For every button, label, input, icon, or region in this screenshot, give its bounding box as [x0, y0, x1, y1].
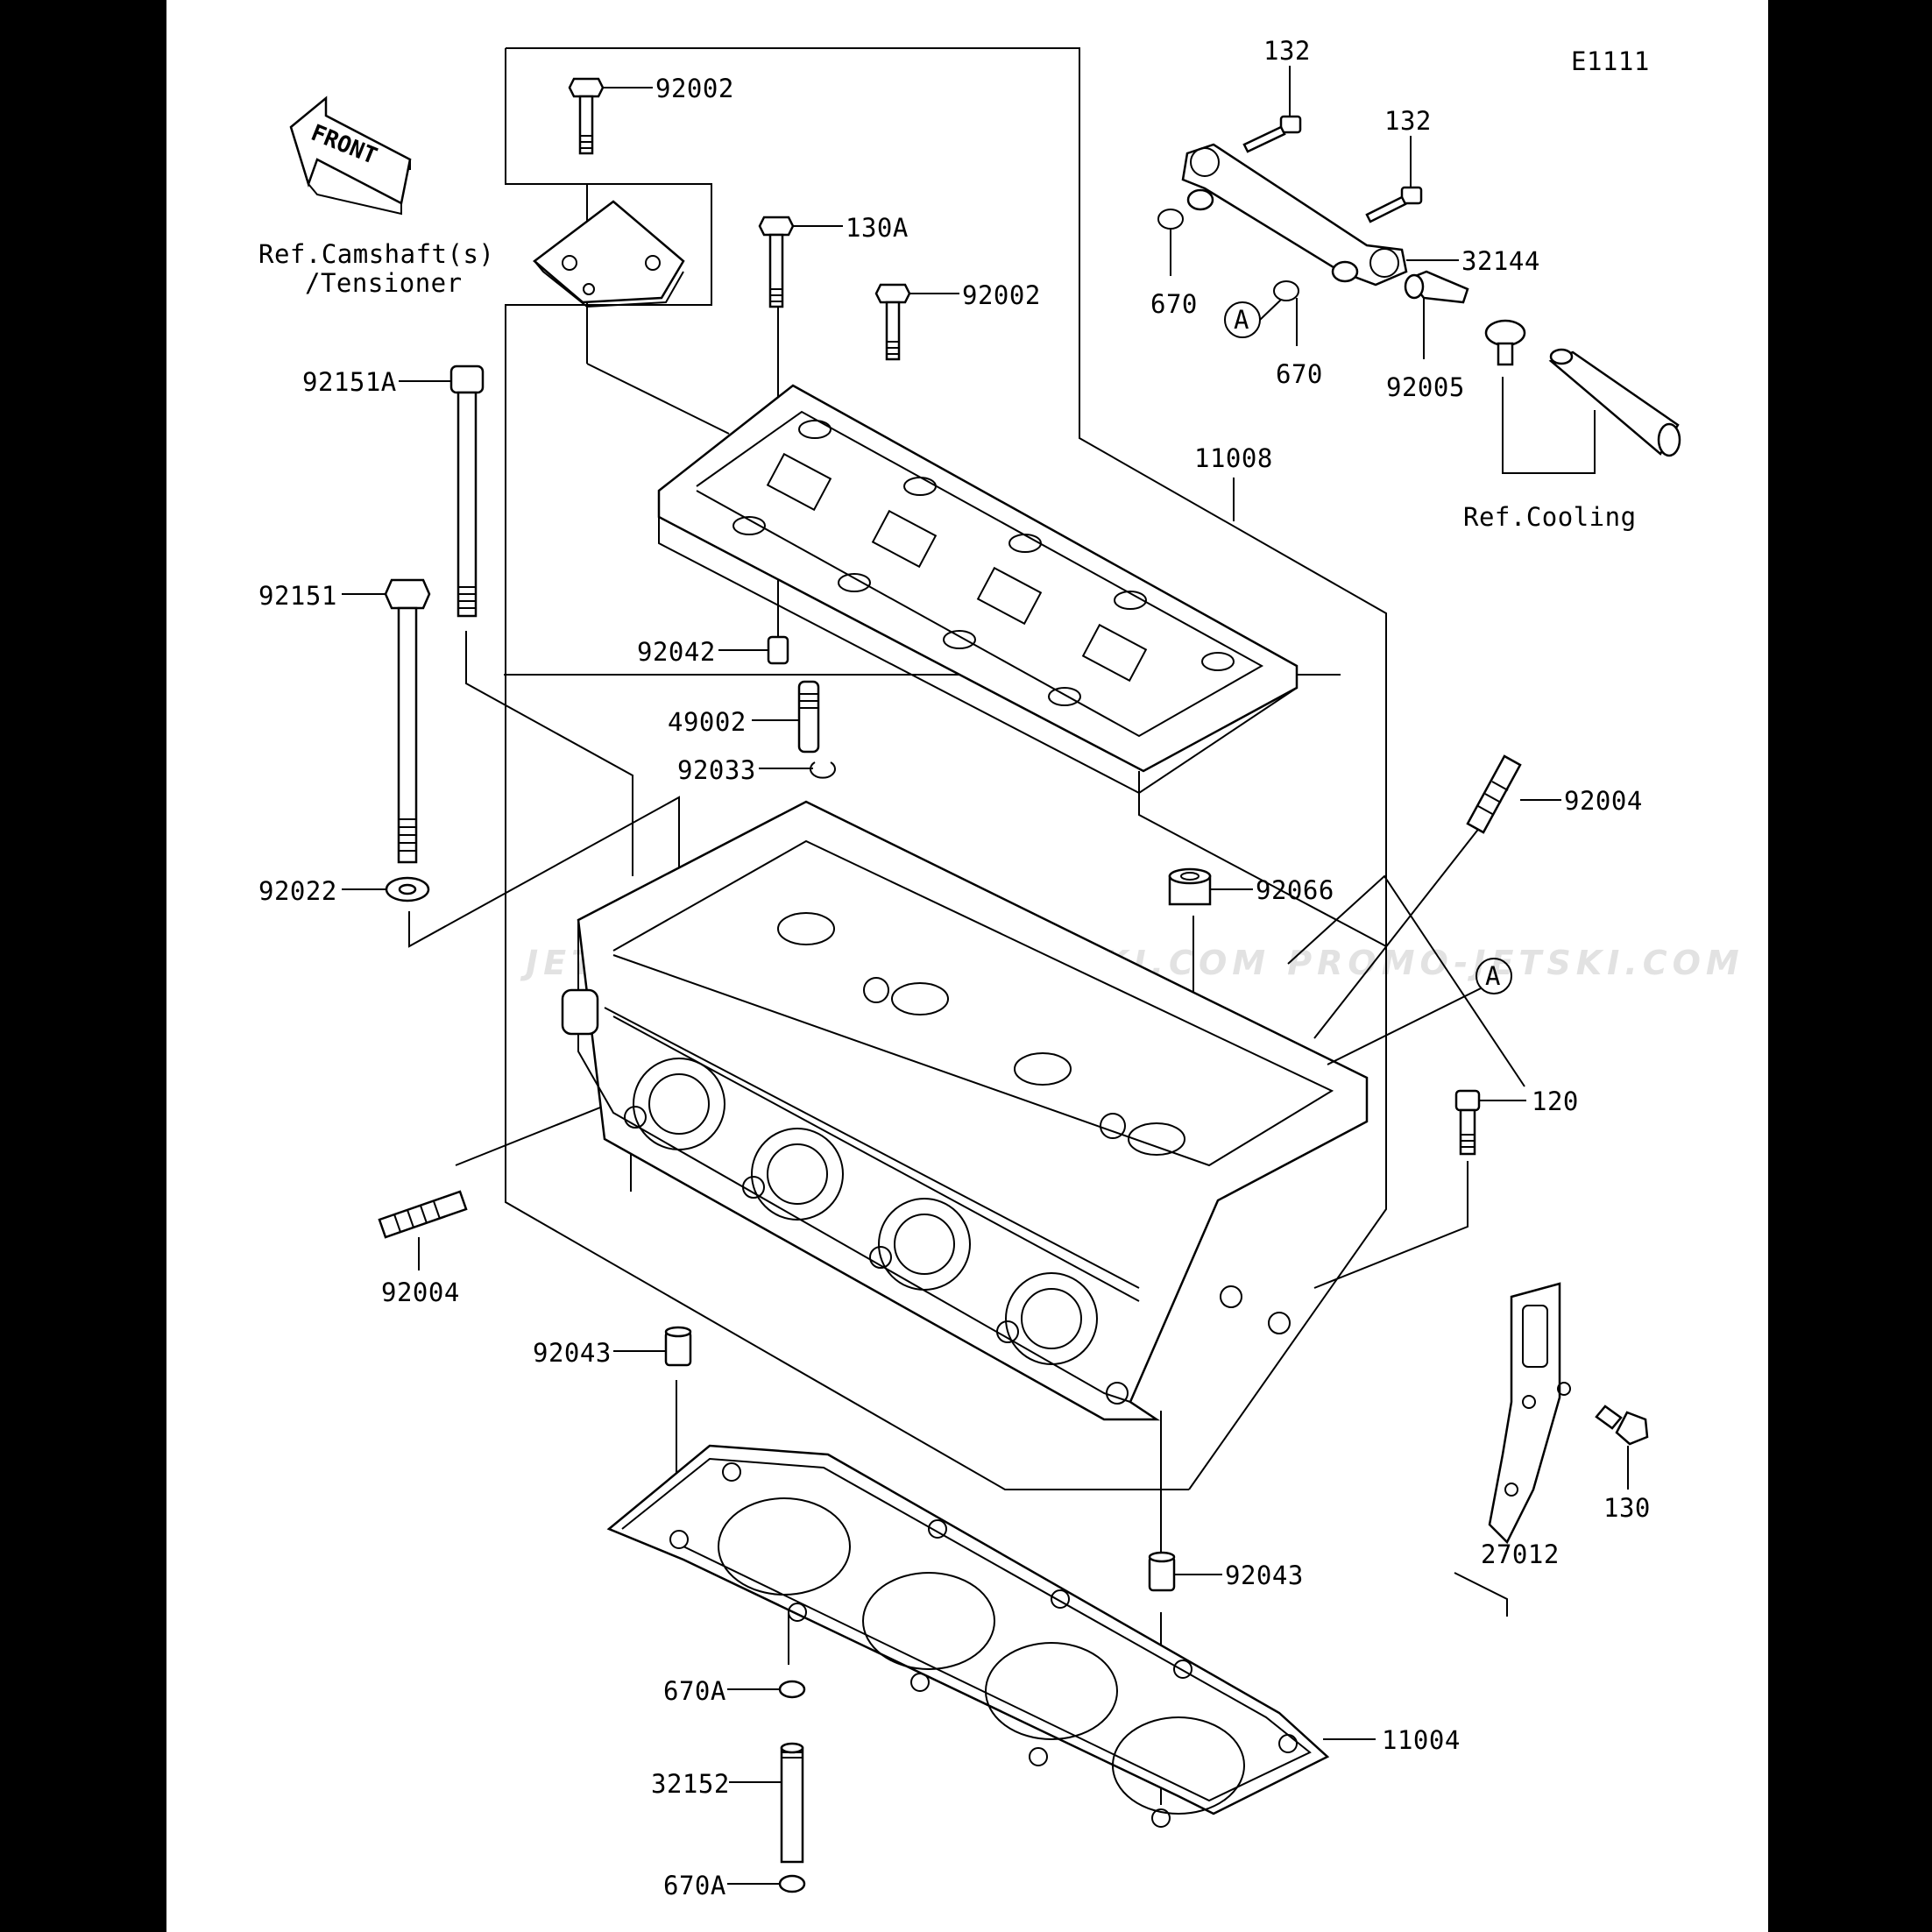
label-92033: 92033	[677, 755, 756, 785]
label-670-b: 670	[1276, 359, 1323, 389]
label-92004-right: 92004	[1564, 786, 1643, 816]
label-120: 120	[1532, 1086, 1579, 1116]
oring-670A-bottom	[778, 1874, 806, 1893]
callout-a-lower	[1476, 958, 1512, 994]
pipe-32144	[1181, 143, 1408, 287]
bolt-132-b	[1365, 186, 1423, 223]
label-92066: 92066	[1256, 875, 1334, 905]
hose-clamp-icon	[1484, 319, 1526, 366]
clip-92033	[810, 761, 836, 779]
label-leaders	[342, 66, 1629, 1885]
label-670-a: 670	[1150, 289, 1198, 319]
oring-670-b	[1273, 280, 1299, 301]
head-bolt-92151A	[449, 364, 485, 618]
bolt-92002-mid	[874, 283, 911, 361]
label-92022: 92022	[258, 876, 337, 906]
label-92043-right: 92043	[1225, 1560, 1304, 1590]
pipe-32152	[780, 1742, 804, 1864]
label-32152: 32152	[651, 1769, 730, 1799]
label-11004: 11004	[1382, 1725, 1461, 1755]
label-92043-left: 92043	[533, 1338, 612, 1368]
bracket-27012	[1488, 1282, 1571, 1545]
label-49002: 49002	[668, 707, 747, 737]
bolt-132-a	[1242, 115, 1302, 153]
label-130: 130	[1603, 1493, 1651, 1523]
ref-cooling-label: Ref.Cooling	[1463, 502, 1637, 532]
dowel-92042	[767, 635, 789, 665]
plug-92066	[1168, 867, 1212, 906]
cam-cap-holder-11008	[657, 384, 1299, 795]
ref-tensioner-label: /Tensioner	[305, 268, 463, 298]
head-gasket-11004	[606, 1444, 1330, 1828]
label-11008: 11008	[1194, 443, 1273, 473]
diagram-code: E1111	[1571, 46, 1650, 76]
label-132-b: 132	[1384, 106, 1432, 136]
label-670A-bottom: 670A	[663, 1871, 726, 1900]
bolt-120	[1454, 1089, 1481, 1156]
stud-92004-right	[1466, 754, 1522, 834]
label-92004-left: 92004	[381, 1277, 460, 1307]
oring-670A-top	[778, 1680, 806, 1699]
bolt-130A	[758, 216, 795, 308]
label-32144: 32144	[1461, 246, 1540, 276]
label-92151A: 92151A	[302, 367, 397, 397]
camshaft-bracket	[533, 200, 685, 308]
cylinder-head	[561, 800, 1369, 1421]
label-92002-top: 92002	[655, 74, 734, 103]
hose-icon	[1548, 348, 1681, 457]
front-arrow-icon: FRONT	[289, 96, 412, 216]
head-bolt-92151	[384, 578, 431, 864]
oring-670-a	[1157, 209, 1184, 230]
label-92151: 92151	[258, 581, 337, 611]
ref-camshaft-label: Ref.Camshaft(s)	[258, 239, 494, 269]
fitting-92005	[1404, 270, 1469, 304]
label-670A-top: 670A	[663, 1676, 726, 1706]
label-92002-mid: 92002	[962, 280, 1041, 310]
bolt-130	[1595, 1405, 1649, 1446]
label-92042: 92042	[637, 637, 716, 667]
part-49002	[797, 680, 820, 754]
label-27012: 27012	[1481, 1539, 1560, 1569]
label-132-a: 132	[1263, 36, 1311, 66]
bolt-92002-top	[568, 77, 605, 155]
callout-a-lower-text: A	[1485, 961, 1501, 991]
callout-a-upper-text: A	[1234, 305, 1249, 335]
label-92005: 92005	[1386, 372, 1465, 402]
label-130A: 130A	[846, 213, 909, 243]
stud-92004-left	[378, 1190, 468, 1239]
